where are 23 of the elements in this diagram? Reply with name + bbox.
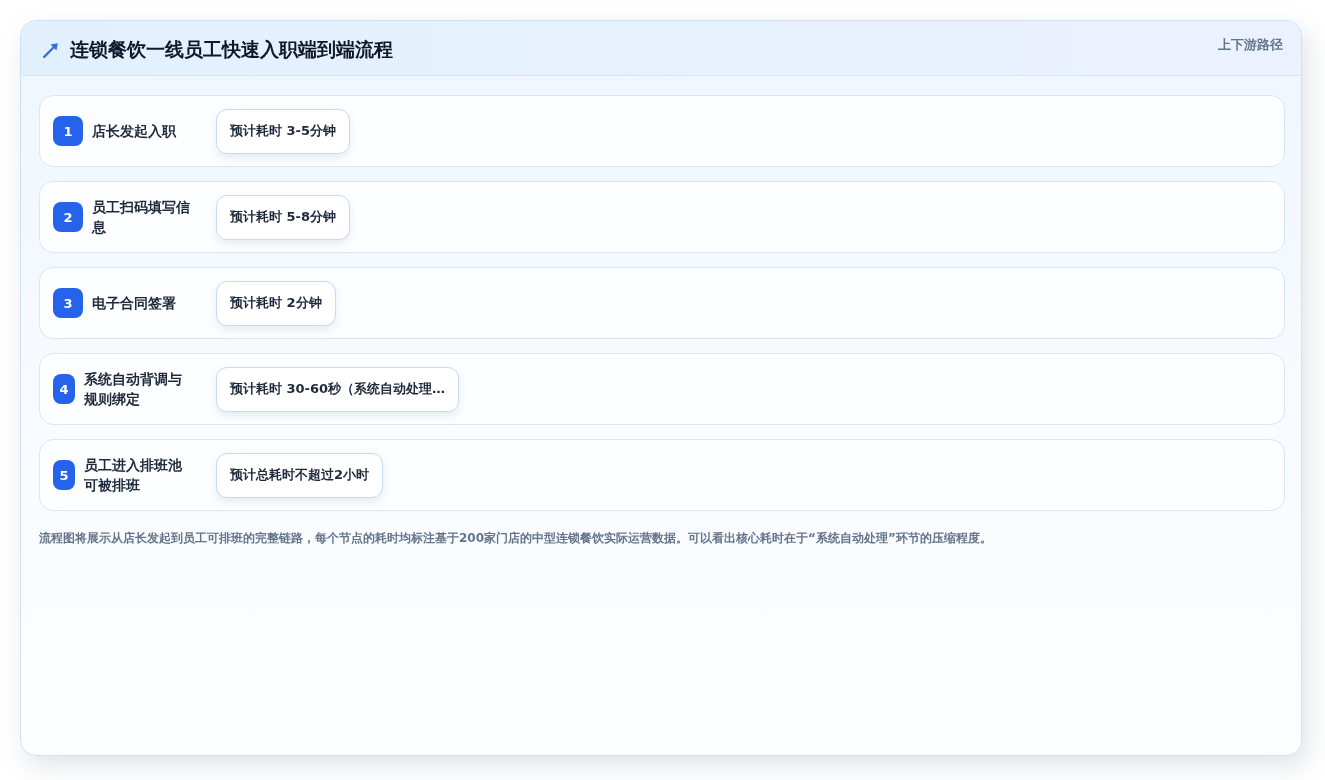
step-number-badge: 2 [53, 202, 83, 232]
duration-pill: 预计耗时 2分钟 [216, 280, 336, 326]
step-row [39, 181, 1285, 253]
duration-pill: 预计耗时 3-5分钟 [216, 108, 350, 154]
duration-pill: 预计总耗时不超过2小时 [216, 452, 384, 498]
header-label: 上下游路径 [1218, 36, 1283, 54]
step-number-badge: 5 [53, 460, 75, 490]
step-name: 员工扫码填写信息 [92, 198, 191, 237]
step-row [39, 439, 1285, 511]
step-number-badge: 3 [53, 288, 83, 318]
step-row [39, 95, 1285, 167]
diagram-title: 连锁餐饮一线员工快速入职端到端流程 [70, 37, 393, 62]
step-number-badge: 4 [53, 374, 75, 404]
step-name: 电子合同签署 [92, 294, 177, 313]
duration-pill: 预计耗时 5-8分钟 [216, 194, 350, 240]
step-name: 员工进入排班池可被排班 [84, 456, 183, 495]
step-name: 店长发起入职 [92, 122, 177, 141]
step-row [39, 267, 1285, 339]
step-row [39, 353, 1285, 425]
step-number-badge: 1 [53, 116, 83, 146]
duration-pill: 预计耗时 30-60秒（系统自动处理… [216, 366, 460, 412]
caption-text: 流程图将展示从店长发起到员工可排班的完整链路，每个节点的耗时均标注基于200家门店的中型连锁餐饮实际运营数据。可以看出核心耗时在于“系统自动处理”环节的压缩程度。 [39, 530, 993, 547]
step-name: 系统自动背调与规则绑定 [84, 370, 183, 409]
